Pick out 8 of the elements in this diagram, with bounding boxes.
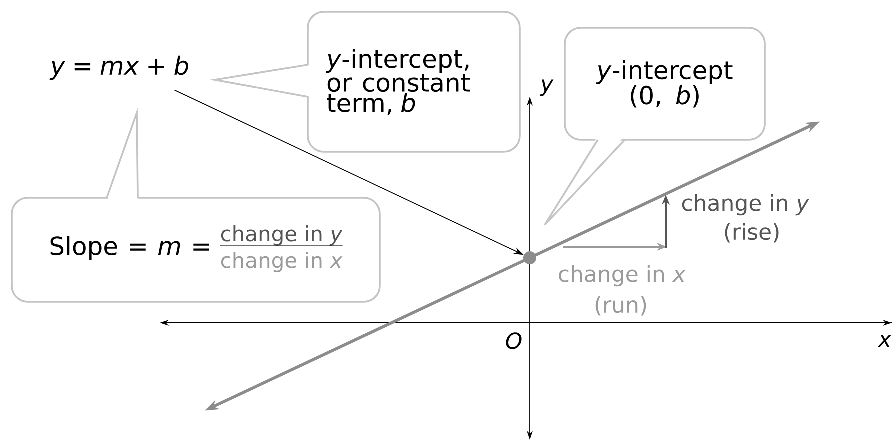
intercept-point xyxy=(524,252,536,264)
annotation-text: change in x xyxy=(559,265,686,287)
axis-label: x xyxy=(878,334,892,347)
origin-label: O xyxy=(506,332,522,350)
speech-bubble: y-intercept, or constant term, b xyxy=(210,11,521,153)
annotation-text: (rise) xyxy=(725,223,779,243)
equation: y = mx + b xyxy=(50,56,188,80)
annotation-text: (run) xyxy=(596,296,646,316)
